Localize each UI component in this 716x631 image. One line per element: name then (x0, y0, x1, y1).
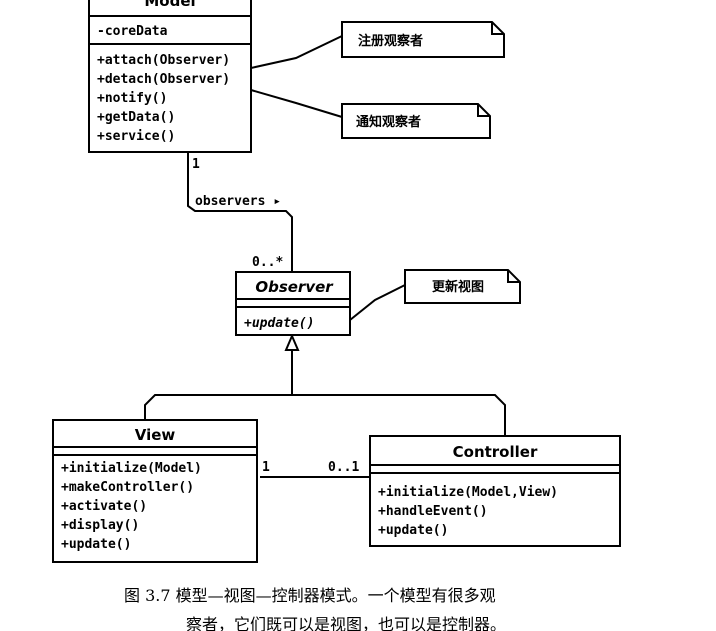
generalization-branch (144, 394, 506, 436)
note-notify-connector (250, 89, 343, 118)
view-operation: +display() (61, 518, 139, 533)
controller-class: Controller +initialize(Model,View) +hand… (369, 435, 621, 547)
view-operation: +activate() (61, 499, 147, 514)
figure-caption-line2: 察者，它们既可以是视图，也可以是控制器。 (186, 615, 506, 631)
model-attribute: -coreData (97, 24, 168, 39)
view-operation: +update() (61, 537, 131, 552)
note-register-connector (250, 35, 343, 69)
model-class-title: Model (144, 0, 195, 10)
model-multiplicity: 1 (192, 157, 200, 172)
note-notify-text: 通知观察者 (356, 114, 421, 130)
figure-caption-line1: 图 3.7 模型—视图—控制器模式。一个模型有很多观 (124, 586, 496, 605)
observer-operation: +update() (244, 316, 314, 331)
model-class: Model -coreData +attach(Observer) +detac… (88, 0, 252, 153)
note-update-text: 更新视图 (432, 279, 484, 295)
model-observer-association (187, 152, 293, 272)
note-update: 更新视图 (404, 269, 521, 304)
controller-class-title: Controller (453, 443, 538, 461)
note-notify: 通知观察者 (341, 103, 491, 139)
controller-multiplicity: 0..1 (328, 460, 359, 475)
observer-class-title: Observer (255, 278, 334, 296)
observer-multiplicity: 0..* (252, 255, 283, 270)
note-update-connector (349, 284, 406, 321)
model-operation: +attach(Observer) (97, 53, 230, 68)
generalization-arrowhead (284, 333, 300, 351)
view-class: View +initialize(Model) +makeController(… (52, 419, 258, 563)
controller-operation: +update() (378, 523, 448, 538)
model-operation: +service() (97, 129, 175, 144)
model-operation: +detach(Observer) (97, 72, 230, 87)
model-operation: +getData() (97, 110, 175, 125)
view-multiplicity: 1 (262, 460, 270, 475)
view-operation: +initialize(Model) (61, 461, 202, 476)
observers-role-label: observers ▸ (195, 194, 281, 209)
view-operation: +makeController() (61, 480, 194, 495)
observer-class: Observer +update() (235, 271, 351, 336)
note-register-text: 注册观察者 (358, 33, 423, 49)
controller-operation: +initialize(Model,View) (378, 485, 558, 500)
view-class-title: View (135, 426, 176, 444)
note-register: 注册观察者 (341, 21, 505, 58)
model-operation: +notify() (97, 91, 167, 106)
controller-operation: +handleEvent() (378, 504, 488, 519)
